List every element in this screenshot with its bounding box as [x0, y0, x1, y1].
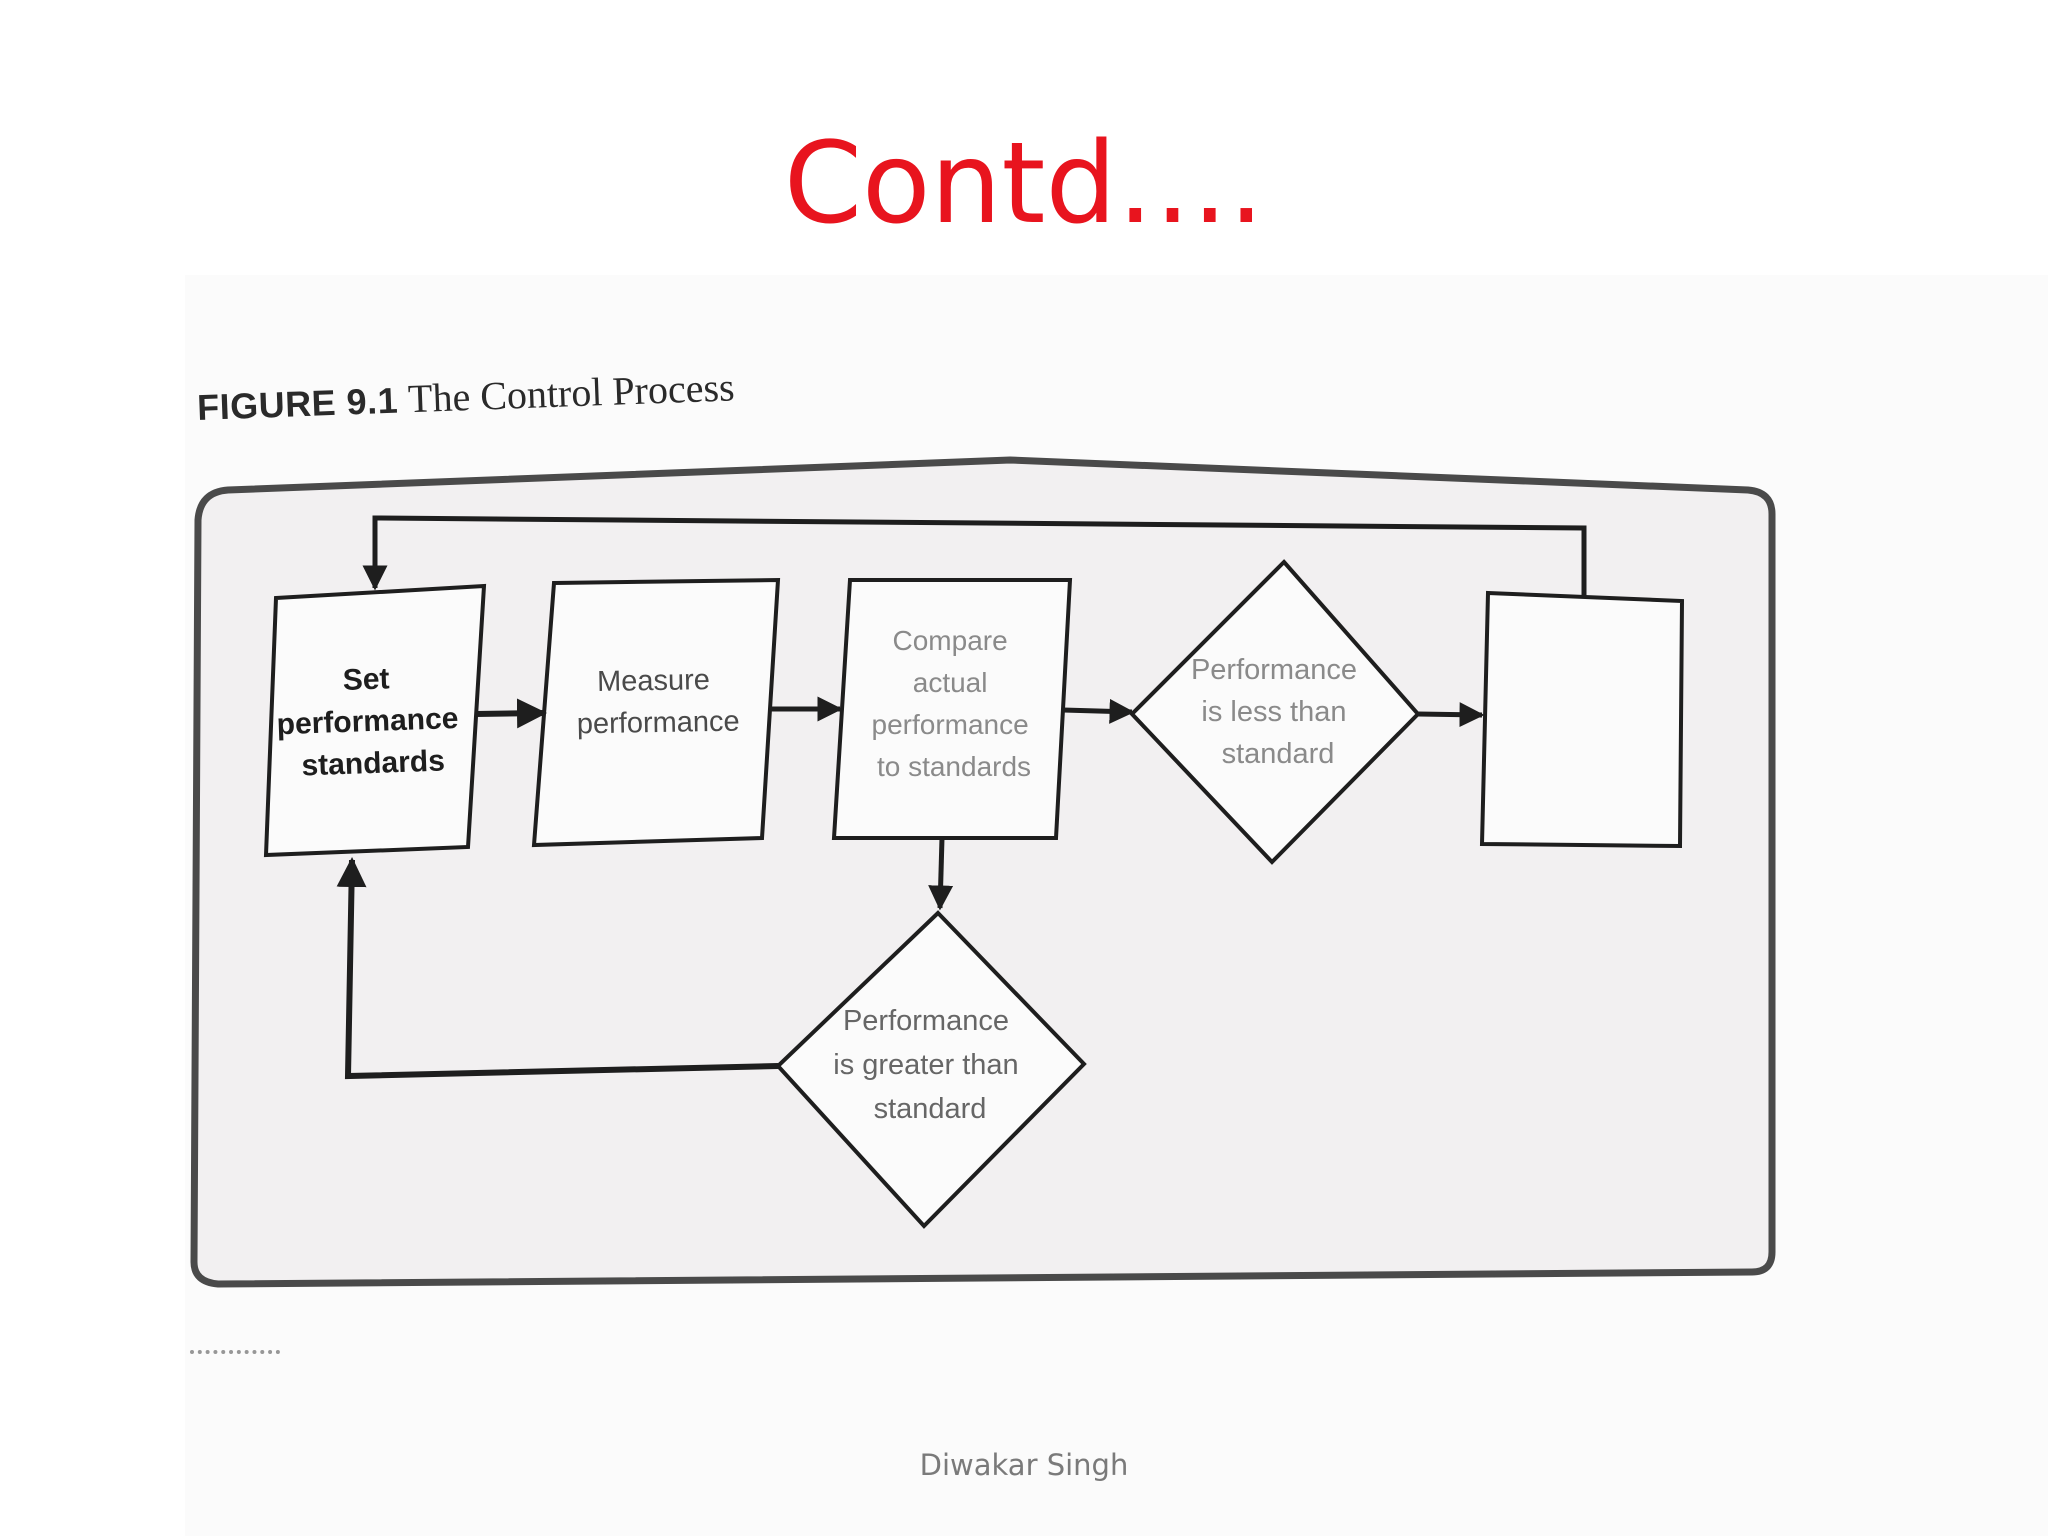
node-performance-greater-than: [775, 910, 1087, 1229]
label-less-than: Performance is less than standard: [1191, 654, 1365, 770]
node-measure-performance: [531, 577, 781, 848]
arrow-set-to-measure: [475, 698, 547, 729]
slide-footer: Diwakar Singh: [919, 1448, 1129, 1482]
label-greater-than: Performance is greater than standard: [833, 1005, 1026, 1125]
slide-title: Contd….: [783, 119, 1265, 249]
feedback-arrow-top: [362, 515, 1587, 597]
feedback-arrow-bottom: [336, 857, 779, 1080]
label-compare: Compare actual performance to standards: [872, 625, 1037, 782]
node-set-standards: [263, 583, 487, 858]
node-performance-less-than: [1129, 559, 1421, 865]
arrow-compare-to-greater: [928, 837, 954, 911]
node-corrective-action: [1479, 590, 1685, 849]
arrow-compare-to-less: [1062, 698, 1135, 724]
arrow-less-to-corrective: [1417, 702, 1485, 728]
page-text-fragment: [190, 1350, 280, 1368]
label-set-standards: Set performance standards: [275, 660, 469, 784]
label-measure: Measure performance: [576, 664, 740, 741]
node-compare: [831, 578, 1073, 840]
